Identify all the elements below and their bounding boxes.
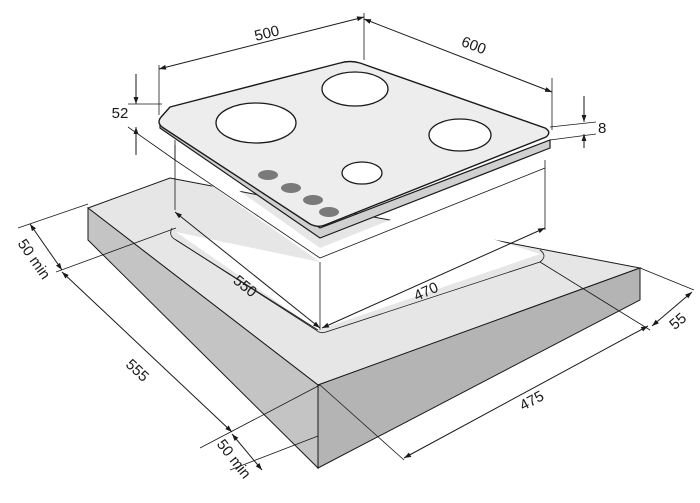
label-glass-thickness: 8: [598, 120, 606, 137]
hob-glass-edge: [159, 118, 551, 239]
control-knob-1: [258, 170, 278, 180]
label-hob-width: 500: [253, 22, 281, 45]
dim-side-clearance: 55: [639, 267, 695, 334]
burner-large-left: [215, 102, 297, 144]
dim-hob-height: 52: [112, 74, 176, 161]
label-worktop-width: 475: [517, 388, 547, 415]
label-hob-height: 52: [112, 105, 129, 122]
burner-rear: [321, 71, 389, 107]
control-knob-3: [303, 195, 323, 205]
label-hob-depth: 600: [459, 33, 488, 58]
control-knob-2: [281, 183, 301, 193]
label-side-clearance: 55: [666, 310, 690, 334]
burner-right: [428, 118, 492, 152]
burner-small-front: [341, 161, 383, 185]
label-worktop-depth: 555: [122, 356, 152, 386]
label-front-clearance: 50 min: [14, 236, 54, 283]
label-rear-clearance: 50 min: [213, 436, 254, 482]
control-knob-4: [319, 207, 339, 217]
dim-glass-thickness: 8: [549, 96, 606, 148]
